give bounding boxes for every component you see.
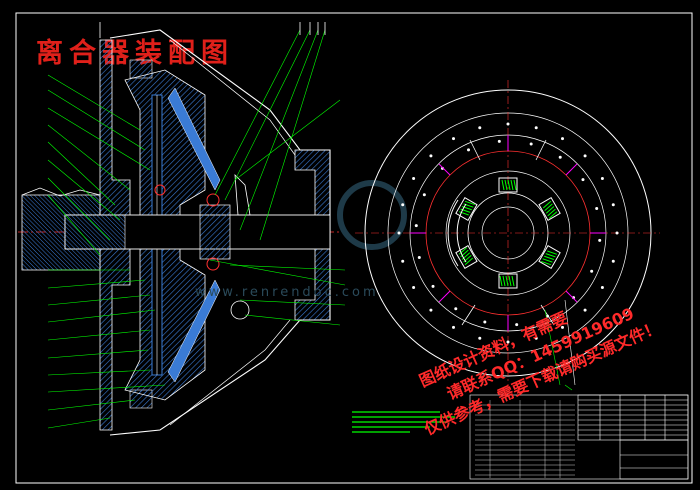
rivet-hole bbox=[583, 308, 587, 312]
damper-springs bbox=[455, 177, 561, 289]
rivet-hole bbox=[497, 139, 501, 143]
rivet-hole bbox=[478, 336, 482, 340]
watermark-logo bbox=[337, 180, 407, 250]
rivet-hole bbox=[561, 137, 564, 141]
leader-lines bbox=[47, 29, 346, 429]
parts-list bbox=[475, 400, 575, 478]
rivet-hole bbox=[422, 193, 426, 197]
rivet-hole bbox=[611, 259, 615, 263]
damper-spring bbox=[455, 197, 478, 221]
rivet-hole bbox=[417, 255, 421, 259]
clutch-section-view bbox=[18, 22, 346, 436]
rivet-hole bbox=[397, 231, 401, 235]
watermark-url: www.renrendoc.com bbox=[195, 285, 379, 300]
release-fork bbox=[234, 173, 251, 216]
title-block bbox=[469, 394, 689, 480]
rivet-hole bbox=[581, 178, 585, 182]
rivet-hole bbox=[561, 325, 564, 329]
rivet-hole bbox=[483, 320, 487, 324]
damper-spring bbox=[455, 245, 478, 269]
rivet-hole bbox=[558, 155, 562, 159]
rivet-hole bbox=[401, 259, 405, 263]
rivet-hole bbox=[529, 142, 533, 146]
rivet-hole bbox=[412, 286, 416, 289]
technical-notes bbox=[352, 411, 455, 433]
damper-spring bbox=[538, 197, 561, 221]
damper-spring bbox=[498, 273, 518, 289]
damper-spring bbox=[538, 245, 561, 269]
rivet-hole bbox=[429, 154, 433, 158]
radial-slots bbox=[410, 135, 606, 331]
damper-spring bbox=[498, 177, 518, 193]
clutch-disc-front-view bbox=[355, 80, 660, 391]
rivet-hole bbox=[478, 126, 482, 130]
drawing-frame bbox=[15, 12, 693, 484]
rivet-hole bbox=[534, 126, 538, 130]
rivet-hole bbox=[590, 269, 594, 273]
rivet-hole bbox=[611, 203, 615, 207]
rivet-hole bbox=[452, 137, 455, 141]
rivet-holes bbox=[397, 122, 619, 344]
rivet-hole bbox=[515, 323, 519, 327]
rivet-hole bbox=[598, 238, 602, 242]
transmission-flange bbox=[294, 149, 331, 321]
rivet-hole bbox=[454, 307, 458, 311]
rivet-hole bbox=[600, 177, 604, 180]
rivet-hole bbox=[414, 224, 418, 228]
rivet-hole bbox=[595, 207, 599, 211]
rivet-hole bbox=[600, 286, 604, 289]
rivet-hole bbox=[534, 336, 538, 340]
rivet-hole bbox=[401, 203, 405, 207]
rivet-hole bbox=[506, 122, 510, 126]
rivet-hole bbox=[467, 148, 471, 152]
rivet-hole bbox=[615, 231, 619, 235]
rivet-hole bbox=[452, 325, 455, 329]
rivet-hole bbox=[429, 308, 433, 312]
rivet-hole bbox=[412, 177, 416, 180]
release-bearing bbox=[206, 193, 220, 207]
rivet-hole bbox=[506, 340, 510, 344]
rivet-hole bbox=[431, 284, 435, 288]
release-lever bbox=[167, 87, 221, 191]
rivet-hole bbox=[583, 154, 587, 158]
